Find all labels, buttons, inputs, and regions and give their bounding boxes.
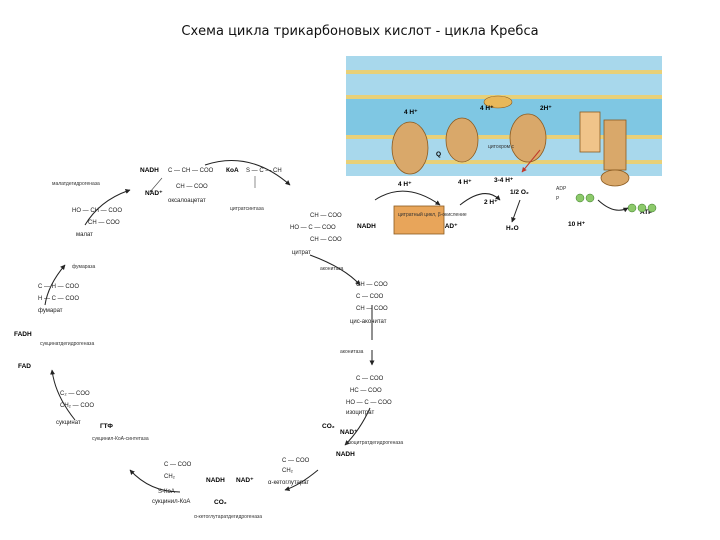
svg-text:Q: Q xyxy=(436,151,441,158)
cis-aconitate-label: цис-аконитат xyxy=(350,319,387,325)
complex-iii xyxy=(445,117,479,163)
svg-text:4 H⁺: 4 H⁺ xyxy=(480,105,494,112)
svg-text:HO — CH — COO: HO — CH — COO xyxy=(72,208,122,214)
svg-text:CH — COO: CH — COO xyxy=(176,184,208,190)
citrate-label: цитрат xyxy=(292,250,311,256)
svg-text:ATP: ATP xyxy=(640,209,653,216)
svg-text:CH — COO: CH — COO xyxy=(356,282,388,288)
svg-text:C — CH — COO: C — CH — COO xyxy=(168,168,214,174)
svg-text:цитратный цикл, β-окисление: цитратный цикл, β-окисление xyxy=(398,211,467,218)
succinyl-coa-group: C — COO CH₂ S-КoA сукцинил-КoA xyxy=(152,462,192,505)
svg-text:HO — C — COO: HO — C — COO xyxy=(290,225,336,231)
svg-text:HO — C — COO: HO — C — COO xyxy=(346,400,392,406)
svg-text:CH — COO: CH — COO xyxy=(356,306,388,312)
cytochrome-c-shape xyxy=(483,95,513,109)
aconitase-1-label: аконитаза xyxy=(320,266,344,272)
fadh-label: FADH xyxy=(14,331,32,338)
transporter xyxy=(579,111,601,153)
aconitase-group: аконитаза CH — COO C — COO CH — COO цис-… xyxy=(320,266,388,355)
svg-text:CH — COO: CH — COO xyxy=(310,237,342,243)
svg-text:CH₂: CH₂ xyxy=(282,468,294,474)
svg-text:CH₂: CH₂ xyxy=(164,474,176,480)
svg-text:2 H⁺: 2 H⁺ xyxy=(484,199,498,206)
complex-iv xyxy=(509,113,547,163)
svg-text:C — COO: C — COO xyxy=(164,462,192,468)
oxaloacetate-label: оксалоацетат xyxy=(168,198,206,204)
mdh-label: малатдегидрогеназа xyxy=(52,181,100,187)
svg-text:H — C — COO: H — C — COO xyxy=(38,296,79,302)
fumarase-label: фумараза xyxy=(72,264,96,270)
svg-text:NAD⁺: NAD⁺ xyxy=(440,223,458,230)
succinate-label: сукцинат xyxy=(56,420,81,426)
fumarate-label: фумарат xyxy=(38,308,63,314)
nadh-1-label: NADH xyxy=(336,451,355,458)
isocitrate-label: изоцитрат xyxy=(346,410,374,416)
svg-text:3-4 H⁺: 3-4 H⁺ xyxy=(494,177,514,184)
svg-text:C — COO: C — COO xyxy=(356,376,384,382)
svg-text:C — COO: C — COO xyxy=(282,458,310,464)
acetyl-coa-label: КoA xyxy=(226,167,239,174)
cycle-arcs xyxy=(44,160,375,493)
succinate-group: сукцинил-КoA-синтетаза ГТФ C₂ — COO CH₂ … xyxy=(56,391,149,442)
fumarate-group: FADH FAD сукцинатдегидрогеназа C — H — C… xyxy=(14,264,96,370)
svg-text:4 H⁺: 4 H⁺ xyxy=(458,179,472,186)
svg-text:S — C — CH: S — C — CH xyxy=(246,168,282,174)
slide-title: Схема цикла трикарбоновых кислот - цикла… xyxy=(181,24,539,39)
membrane-figure: 4 H⁺ 4 H⁺ 2H⁺ цитохром c Q 4 H⁺ 4 H⁺ 3-4… xyxy=(346,56,662,235)
tca-box xyxy=(393,205,445,235)
svg-text:ADP: ADP xyxy=(556,186,567,192)
svg-text:CH — COO: CH — COO xyxy=(310,213,342,219)
acetyl-coa-group: КoA S — C — CH цитратсинтаза xyxy=(226,167,282,212)
akg-dh-label: α-кетоглутаратдегидрогеназа xyxy=(194,514,262,520)
aconitase-2-label: аконитаза xyxy=(340,349,364,355)
svg-text:HC — COO: HC — COO xyxy=(350,388,382,394)
fad-label: FAD xyxy=(18,363,31,370)
nad-1-label: NAD⁺ xyxy=(340,429,358,436)
svg-text:4 H⁺: 4 H⁺ xyxy=(404,109,418,116)
succinyl-coa-label: сукцинил-КoA xyxy=(152,499,190,505)
succinyl-synth-label: сукцинил-КoA-синтетаза xyxy=(92,436,149,442)
oxaloacetate-group: NADH C — CH — COO CH — COO NAD⁺ малатдег… xyxy=(52,167,214,204)
svg-text:CH — COO: CH — COO xyxy=(88,220,120,226)
citrate-group: CH — COO HO — C — COO CH — COO цитрат xyxy=(290,213,342,256)
idh-label: изоцитратдегидрогеназа xyxy=(346,440,403,446)
svg-text:2H⁺: 2H⁺ xyxy=(540,105,552,112)
atp-synthase xyxy=(603,119,627,171)
co2-2-label: CO₂ xyxy=(214,499,227,506)
svg-text:C — COO: C — COO xyxy=(356,294,384,300)
citrate-synthase-label: цитратсинтаза xyxy=(230,206,264,212)
svg-text:NADH: NADH xyxy=(357,223,376,230)
gtp-label: ГТФ xyxy=(100,423,113,430)
svg-text:H₂O: H₂O xyxy=(506,225,519,232)
svg-text:1/2 O₂: 1/2 O₂ xyxy=(510,189,529,196)
isocitrate-group: C — COO HC — COO HO — C — COO изоцитрат … xyxy=(322,376,403,458)
co2-1-label: CO₂ xyxy=(322,423,335,430)
complex-i xyxy=(391,121,429,175)
svg-text:C₂ — COO: C₂ — COO xyxy=(60,391,90,397)
nadh-2-label: NADH xyxy=(206,477,225,484)
nad-2-label: NAD⁺ xyxy=(236,477,254,484)
malate-label: малат xyxy=(76,232,93,238)
nad-3-label: NAD⁺ xyxy=(145,190,163,197)
sdh-label: сукцинатдегидрогеназа xyxy=(40,341,94,347)
malate-group: HO — CH — COO CH — COO малат xyxy=(72,208,122,238)
alpha-kg-group: C — COO CH₂ α-кетоглутарат NADH NAD⁺ CO₂… xyxy=(194,458,310,520)
svg-text:P: P xyxy=(556,196,560,202)
svg-text:4 H⁺: 4 H⁺ xyxy=(398,181,412,188)
svg-text:S-КoA: S-КoA xyxy=(158,489,175,495)
alpha-kg-label: α-кетоглутарат xyxy=(268,480,309,486)
cyt-c-label: цитохром c xyxy=(488,144,515,150)
svg-text:10 H⁺: 10 H⁺ xyxy=(568,221,586,228)
svg-text:C — H — COO: C — H — COO xyxy=(38,284,79,290)
nadh-3-label: NADH xyxy=(140,167,159,174)
svg-text:CH₂ — COO: CH₂ — COO xyxy=(60,403,94,409)
